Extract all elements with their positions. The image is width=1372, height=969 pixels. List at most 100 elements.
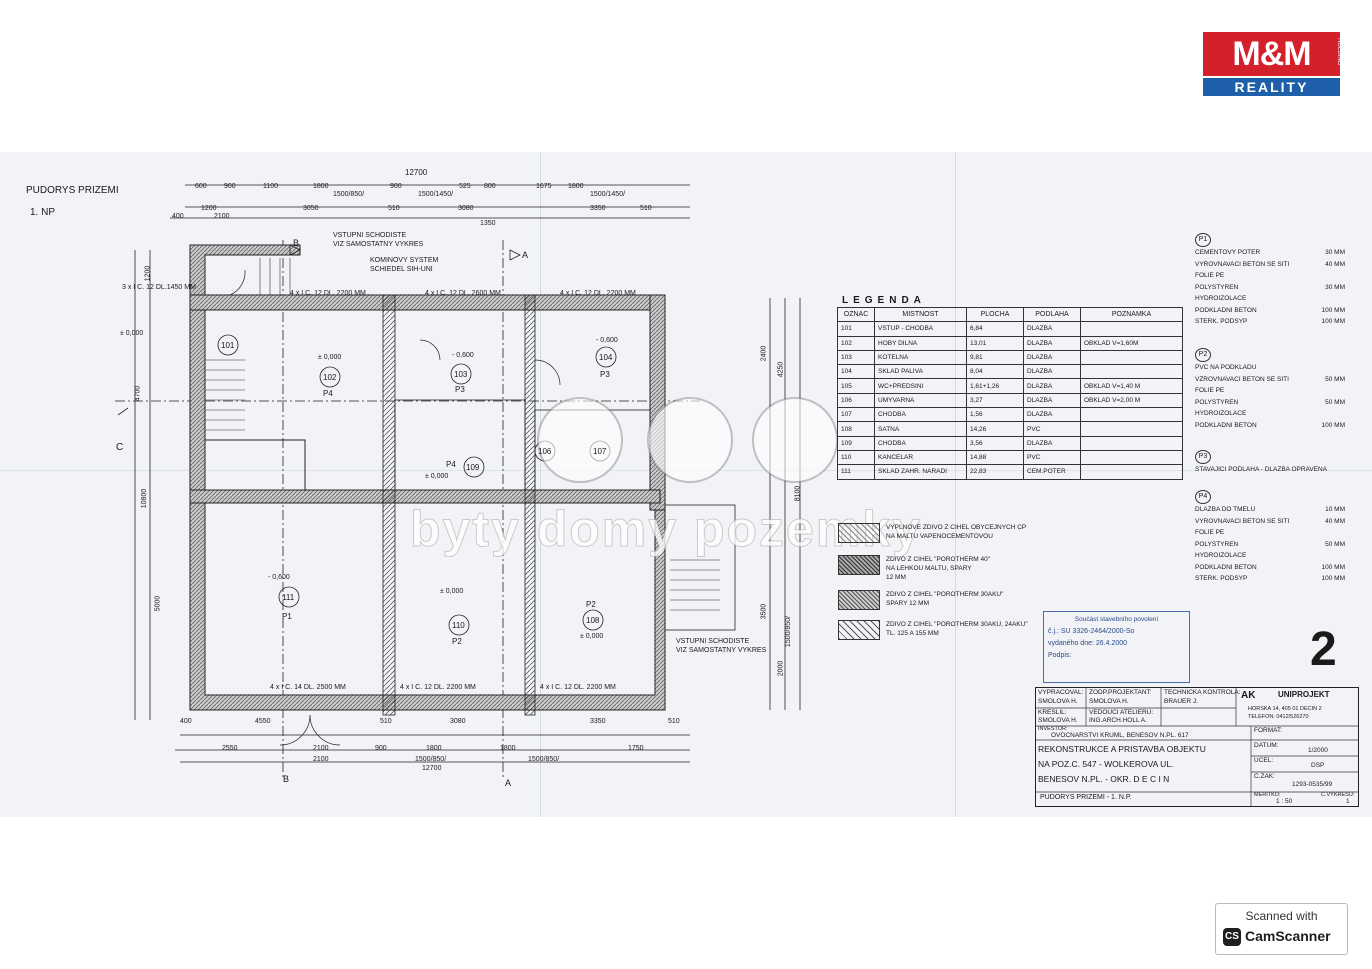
legend-cell: PVC [1023, 449, 1081, 466]
dim-label: 900 [390, 183, 402, 190]
room-number: 102 [323, 373, 337, 382]
layer-thickness: 50 MM [1325, 398, 1345, 406]
legend-cell: KOTELNA [874, 349, 967, 366]
dim-label: 1500/850/ [333, 191, 365, 198]
legend-cell [1080, 449, 1183, 466]
legend-cell [1080, 435, 1183, 451]
layer-name: HYDROIZOLACE [1195, 410, 1247, 417]
company-name: UNIPROJEKT [1278, 690, 1330, 699]
legend-cell: CHODBA [874, 407, 967, 423]
tb-value: BRAUER J. [1164, 698, 1198, 705]
layer-thickness: 30 MM [1325, 249, 1345, 256]
legend-cell: 1,56 [966, 407, 1024, 423]
dim-label: 2100 [313, 745, 329, 752]
floor-layer: FOLIE PE [1195, 527, 1345, 539]
legend-cell: 101 [837, 321, 875, 337]
floor-code: P3 [1195, 450, 1211, 464]
tb-label: ZODP.PROJEKTANT: [1089, 689, 1152, 696]
layer-name: DLAZBA DO TMELU [1195, 506, 1256, 513]
tb-value: 1/2000 [1308, 747, 1328, 754]
floor-layer: HYDROIZOLACE [1195, 408, 1345, 420]
dim-label: 1675 [536, 183, 552, 190]
tb-value: SMOLOVA H. [1089, 698, 1129, 705]
legend-cell [1080, 349, 1183, 366]
lintel-label: 4 x I C. 12 DL. 2200 MM [560, 290, 636, 297]
layer-name: VYROVNAVACI BETON SE SITI [1195, 517, 1290, 525]
room-number: 109 [466, 463, 480, 472]
legend-cell: 103 [837, 349, 875, 366]
legend-cell: 1,61+1,26 [966, 378, 1024, 394]
room-level: - 0,600 [268, 574, 290, 581]
company-address: HORSKA 14, 405 01 DECIN 2 [1248, 706, 1322, 712]
camscanner-badge: Scanned with CS CamScanner [1215, 903, 1348, 955]
note-stairs-2: VIZ SAMOSTATNY VYKRES [333, 241, 424, 248]
camscanner-icon: CS [1223, 928, 1241, 946]
tb-label: MERITKO: [1254, 792, 1281, 798]
legend-cell: 14,26 [966, 421, 1024, 437]
col-header: PODLAHA [1023, 306, 1081, 323]
floor-layer: HYDROIZOLACE [1195, 550, 1345, 562]
layer-name: STAVAJICI PODLAHA - DLAZBA OPRAVENA [1195, 466, 1328, 473]
floor-composition-p3: P3 STAVAJICI PODLAHA - DLAZBA OPRAVENA [1195, 450, 1345, 476]
dim-label: 1200 [201, 205, 217, 212]
layer-name: PVC NA PODKLADU [1195, 364, 1257, 371]
lintel-label: 3 x I C. 12 DL.1450 MM [122, 284, 196, 291]
layer-thickness: 100 MM [1321, 421, 1345, 429]
room-legend-table: OZNAC MISTNOST PLOCHA PODLAHA POZNAMKA 1… [837, 306, 1183, 480]
material-swatch [838, 620, 880, 640]
layer-name: CEMENTOVY POTER [1195, 249, 1261, 256]
dim-label: 510 [640, 205, 652, 212]
legend-cell: DLAZBA [1023, 435, 1081, 451]
dim-label: 8100 [794, 485, 802, 502]
dim-label: 2000 [777, 660, 785, 677]
mm-reality-logo: M&M HOLDING REALITY [1203, 32, 1342, 96]
tb-value: OVOCNARSTVI KRUML, BENESOV N.PL. 617 [1051, 732, 1189, 739]
layer-name: VZROVNAVACI BETON SE SITI [1195, 375, 1289, 383]
room-floor-code: P4 [323, 389, 333, 398]
legend-cell: 3,56 [966, 435, 1024, 451]
dim-label: 10800 [141, 488, 149, 509]
lintel-label: 4 x I C. 12 DL. 2200 MM [290, 290, 366, 297]
company-logo: AK [1241, 690, 1256, 701]
material-label: VYPLNOVE ZDIVO Z CIHEL OBYCEJNYCH CP NA … [886, 524, 1027, 540]
dim-label: 1750 [628, 745, 644, 752]
legend-cell [1080, 464, 1183, 480]
legend-cell: DLAZBA [1023, 407, 1081, 423]
legend-cell: 110 [837, 449, 875, 466]
lintel-label: 4 x I C. 12 DL. 2200 MM [540, 684, 616, 691]
legend-cell: DLAZBA [1023, 364, 1081, 380]
sheet-number: 2 [1310, 623, 1337, 676]
dim-label: 1500/1450/ [418, 191, 454, 198]
col-header: POZNAMKA [1080, 306, 1183, 323]
section-label: A [505, 778, 512, 788]
dim-label: 3500 [760, 603, 768, 620]
note-stairs-bottom-2: VIZ SAMOSTATNY VYKRES [676, 647, 767, 654]
legend-cell: 9,81 [966, 349, 1024, 366]
material-swatch [838, 523, 880, 543]
room-level: ± 0,000 [580, 633, 604, 640]
floor-layer: HYDROIZOLACE [1195, 293, 1345, 305]
col-header: PLOCHA [966, 306, 1024, 323]
room-number: 108 [586, 616, 600, 625]
material-label: ZDIVO Z CIHEL "POROTHERM 30AKU, 24AKU" T… [886, 621, 1028, 637]
room-floor-code: P3 [600, 370, 610, 379]
dim-label: 800 [484, 183, 496, 190]
tb-value: 1 [1346, 798, 1350, 805]
dim-label: 1100 [263, 183, 279, 190]
room-level: ± 0,000 [425, 473, 449, 480]
dim-label: 1800 [500, 745, 516, 752]
tb-label: FORMAT: [1254, 727, 1283, 734]
dim-label: 3350 [590, 205, 606, 212]
layer-thickness: 100 MM [1321, 563, 1345, 571]
material-label: ZDIVO Z CIHEL "POROTHERM 40" NA LEHKOU M… [886, 556, 991, 581]
legend-cell: 104 [837, 364, 875, 380]
layer-name: HYDROIZOLACE [1195, 295, 1247, 302]
dim-label: 4550 [255, 718, 271, 725]
layer-name: STERK. PODSYP [1195, 575, 1248, 582]
